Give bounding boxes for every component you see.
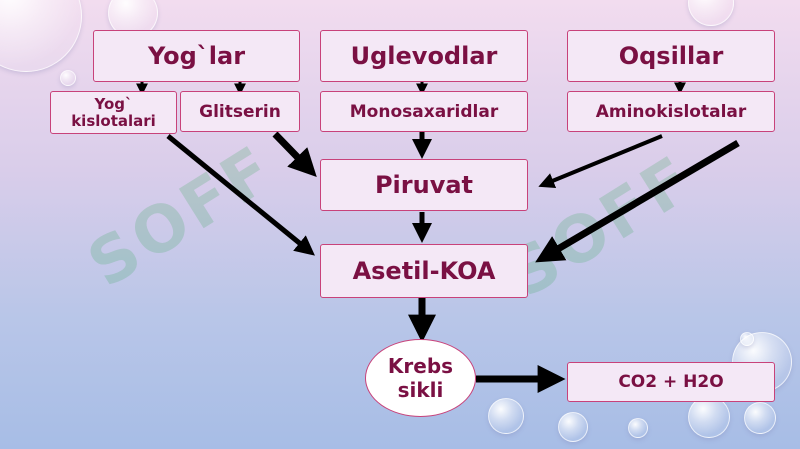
bubble-decoration [628, 418, 648, 438]
ellipse-krebs-sikli: Krebs sikli [365, 339, 476, 417]
box-yoglar: Yog`lar [93, 30, 300, 82]
box-glitserin: Glitserin [180, 91, 300, 132]
box-aminokislotalar: Aminokislotalar [567, 91, 775, 132]
box-oqsillar: Oqsillar [567, 30, 775, 82]
arrow-kislotalari-to-asetil [166, 134, 315, 256]
bubble-decoration [558, 412, 588, 442]
box-uglevodlar: Uglevodlar [320, 30, 528, 82]
arrow-aminokislotalar-to-piruvat [538, 134, 663, 189]
krebs-sikli-label: Krebs sikli [387, 354, 454, 402]
box-co2-h2o: CO2 + H2O [567, 362, 775, 402]
box-asetil-koa: Asetil-KOA [320, 244, 528, 298]
box-piruvat: Piruvat [320, 159, 528, 211]
bubble-decoration [688, 396, 730, 438]
bubble-decoration [740, 332, 754, 346]
arrow-glitserin-to-piruvat [272, 131, 317, 178]
box-monosaxaridlar: Monosaxaridlar [320, 91, 528, 132]
arrow-aminokislotalar-to-asetil [535, 139, 740, 263]
box-yog-kislotalari: Yog` kislotalari [50, 91, 177, 134]
bubble-decoration [60, 70, 76, 86]
bubble-decoration [488, 398, 524, 434]
bubble-decoration [744, 402, 776, 434]
